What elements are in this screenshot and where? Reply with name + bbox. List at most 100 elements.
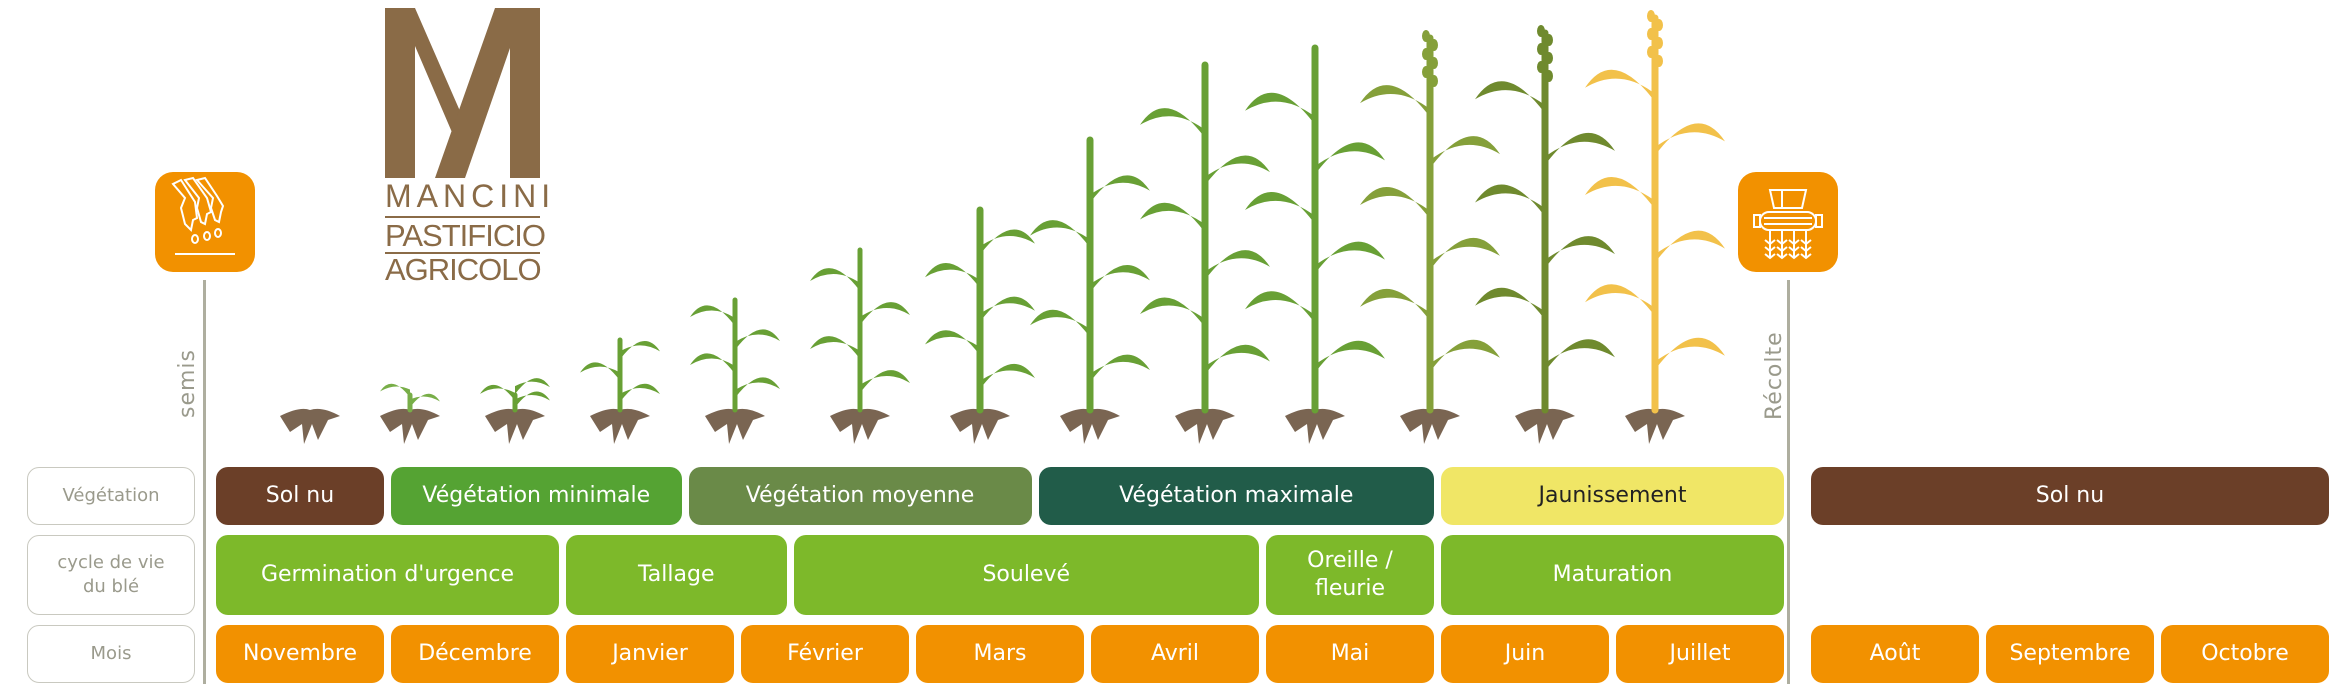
leaf: [1475, 287, 1545, 320]
seed-drill-icon: [171, 176, 235, 255]
wheat-ear-grain: [1422, 48, 1430, 60]
month-cell: Août: [1811, 625, 1979, 683]
leaf: [1315, 142, 1385, 175]
leaf: [380, 383, 410, 398]
wheat-plant-ripening: [1475, 25, 1615, 444]
month-cell: Décembre: [391, 625, 559, 683]
leaf: [1475, 81, 1545, 114]
wheat-ear-grain: [1537, 25, 1545, 37]
leaf: [1140, 297, 1205, 328]
leaf: [1655, 337, 1725, 370]
combine-harvester-icon: [1753, 189, 1823, 260]
leaf: [735, 377, 780, 398]
wheat-ear-grain: [1655, 37, 1663, 49]
leaf: [1140, 108, 1205, 138]
leaf: [690, 353, 735, 374]
leaf: [860, 302, 910, 325]
leaf: [1315, 340, 1385, 373]
month-cell: Septembre: [1986, 625, 2154, 683]
wheat-ear-grain: [1422, 30, 1430, 42]
wheat-ear-grain: [1647, 46, 1655, 58]
leaf: [410, 393, 440, 408]
vegetation-phase: Sol nu: [216, 467, 384, 525]
lifecycle-stage: Soulevé: [793, 535, 1259, 615]
leaf: [925, 263, 980, 289]
wheat-plant-seedling: [480, 378, 550, 444]
leaf: [580, 362, 620, 381]
wheat-ear-grain: [1430, 75, 1438, 87]
brand-divider: [385, 216, 540, 218]
leaf: [1090, 354, 1150, 382]
leaf: [620, 383, 660, 402]
month-cell: Juillet: [1616, 625, 1784, 683]
vegetation-phase: Végétation maximale: [1038, 467, 1434, 525]
wheat-ear-grain: [1545, 70, 1553, 82]
leaf: [1360, 85, 1430, 118]
leaf: [620, 341, 660, 360]
leaf: [1245, 92, 1315, 125]
leaf: [1585, 69, 1655, 102]
wheat-ear-grain: [1545, 34, 1553, 46]
wheat-plant-stem-2: [1030, 136, 1150, 444]
wheat-plant-sprout: [380, 383, 440, 444]
leaf: [980, 363, 1035, 389]
harvest-marker-line: [1787, 280, 1790, 684]
root-icon: [1060, 408, 1120, 444]
sowing-marker-line: [203, 280, 206, 684]
wheat-ear-grain: [1422, 66, 1430, 78]
leaf: [980, 296, 1035, 322]
leaf: [925, 330, 980, 356]
leaf: [810, 268, 860, 291]
leaf: [860, 370, 910, 393]
harvest-milestone-badge: [1738, 172, 1838, 272]
leaf: [1655, 230, 1725, 263]
vegetation-phase: Végétation moyenne: [688, 467, 1032, 525]
wheat-ear-grain: [1537, 43, 1545, 55]
leaf: [1430, 339, 1500, 372]
leaf: [1030, 220, 1090, 248]
brand-line-1: MANCINI: [385, 178, 556, 214]
wheat-plant-tillering-1: [580, 337, 660, 444]
lifecycle-stage: Maturation: [1441, 535, 1784, 615]
root-icon: [380, 408, 440, 444]
wheat-plant-flowering: [1360, 30, 1500, 444]
root-icon: [1400, 408, 1460, 444]
month-cell: Novembre: [216, 625, 384, 683]
wheat-plant-tillering-3: [810, 247, 910, 444]
leaf: [1360, 288, 1430, 321]
leaf: [1655, 123, 1725, 156]
leaf: [1205, 344, 1270, 375]
month-cell: Février: [741, 625, 909, 683]
row-label-vegetation: Végétation: [27, 467, 195, 525]
leaf: [1140, 202, 1205, 233]
sowing-milestone-badge: [155, 172, 255, 272]
month-cell: Mars: [916, 625, 1084, 683]
leaf: [1245, 192, 1315, 224]
leaf: [515, 391, 550, 408]
leaf: [1205, 155, 1270, 186]
lifecycle-stage: Oreille / fleurie: [1266, 535, 1434, 615]
vegetation-phase: Sol nu: [1811, 467, 2329, 525]
leaf: [1585, 177, 1655, 209]
leaf: [1545, 339, 1615, 372]
leaf: [1360, 187, 1430, 219]
root-icon: [950, 408, 1010, 444]
month-cell: Octobre: [2161, 625, 2329, 683]
root-icon: [590, 408, 650, 444]
leaf: [1475, 184, 1545, 217]
month-cell: Avril: [1091, 625, 1259, 683]
wheat-ear-grain: [1647, 10, 1655, 22]
root-icon: [280, 408, 340, 444]
wheat-ear-grain: [1430, 57, 1438, 69]
wheat-ear-grain: [1655, 55, 1663, 67]
leaf: [1245, 291, 1315, 324]
lifecycle-stage: Germination d'urgence: [216, 535, 559, 615]
root-icon: [1515, 408, 1575, 444]
wheat-plant-mature: [1585, 10, 1725, 444]
leaf: [1585, 284, 1655, 317]
root-icon: [1625, 408, 1685, 444]
vegetation-phase: Jaunissement: [1441, 467, 1784, 525]
vegetation-phase: Végétation minimale: [391, 467, 682, 525]
root-icon: [485, 408, 545, 444]
leaf: [1030, 309, 1090, 338]
